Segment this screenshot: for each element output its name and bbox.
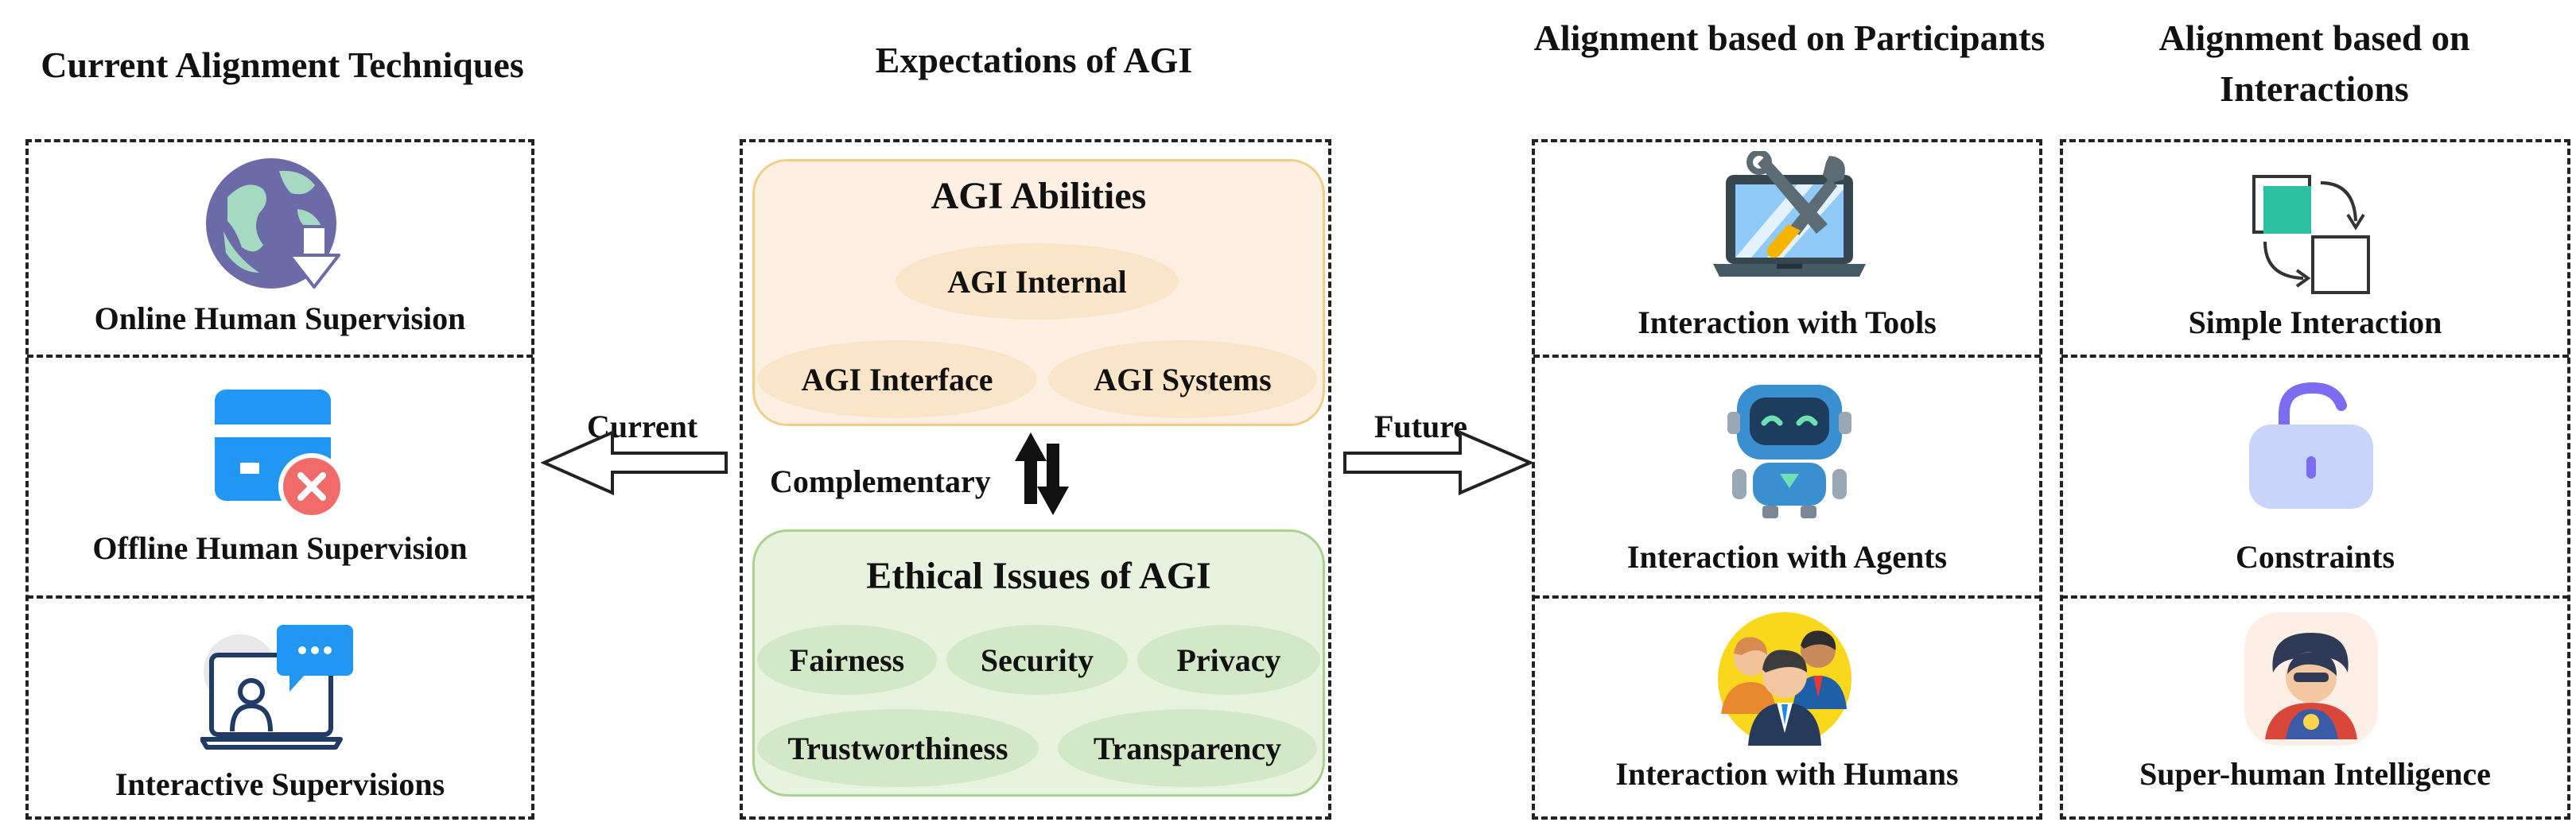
laptop-tools-icon — [1713, 151, 1866, 277]
participants-box — [1532, 139, 2042, 820]
heading-interactions: Alignment based on Interactions — [2158, 17, 2470, 109]
swap-squares-icon — [2252, 175, 2370, 294]
panel-title: Ethical Issues of AGI — [866, 555, 1211, 597]
interaction-label: Constraints — [2235, 539, 2395, 575]
left-arrow-icon — [541, 429, 728, 496]
panel-title: AGI Abilities — [931, 175, 1147, 217]
interaction-label: Simple Interaction — [2188, 304, 2442, 340]
ability-item: AGI Interface — [757, 340, 1037, 418]
divider — [27, 355, 533, 358]
ethics-item: Security — [946, 625, 1128, 695]
ethics-item: Fairness — [757, 625, 937, 695]
video-chat-laptop-icon — [200, 625, 353, 750]
technique-label: Online Human Supervision — [94, 300, 466, 336]
globe-download-icon — [206, 158, 340, 289]
divider — [1533, 355, 2041, 358]
heading-participants: Alignment based on Participants — [1533, 17, 2046, 58]
ability-item: AGI Systems — [1048, 340, 1317, 418]
participant-label: Interaction with Tools — [1638, 304, 1937, 340]
participant-label: Interaction with Humans — [1615, 756, 1959, 792]
bidirectional-arrows-icon — [1015, 432, 1069, 515]
complementary-label: Complementary — [770, 463, 991, 499]
divider — [2061, 595, 2569, 599]
arrow-label-future: Future — [1374, 409, 1468, 444]
padlock-icon — [2249, 382, 2373, 509]
interaction-label: Super-human Intelligence — [2139, 756, 2491, 792]
right-arrow-icon — [1343, 429, 1533, 496]
current-techniques-box — [25, 139, 534, 820]
ethics-item: Transparency — [1058, 709, 1317, 787]
technique-label: Offline Human Supervision — [92, 530, 468, 566]
ability-item: AGI Internal — [896, 243, 1179, 320]
technique-label: Interactive Supervisions — [115, 766, 445, 802]
participant-label: Interaction with Agents — [1626, 539, 1948, 575]
divider — [1533, 595, 2041, 599]
heading-expectations: Expectations of AGI — [875, 40, 1193, 80]
superhero-icon — [2244, 612, 2378, 746]
heading-current-alignment: Current Alignment Techniques — [41, 45, 524, 85]
interactions-box — [2060, 139, 2570, 820]
offline-card-icon — [215, 390, 345, 520]
divider — [27, 595, 533, 599]
ethics-item: Privacy — [1137, 625, 1320, 695]
ethics-item: Trustworthiness — [757, 709, 1039, 787]
divider — [2061, 355, 2569, 358]
robot-icon — [1727, 385, 1851, 518]
people-group-icon — [1718, 612, 1851, 746]
expectations-box — [740, 139, 1331, 820]
